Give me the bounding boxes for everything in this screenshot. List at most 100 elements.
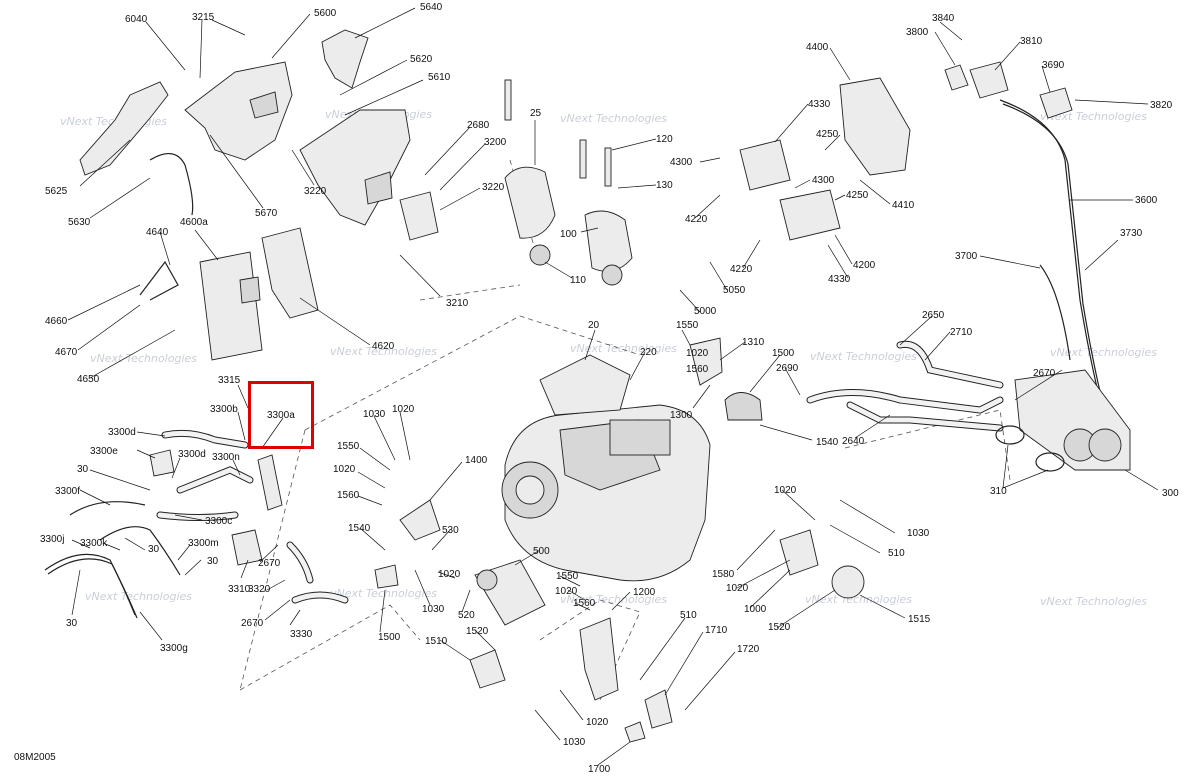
part-label: 1030 (363, 409, 386, 420)
part-label: 1540 (348, 523, 371, 534)
watermark-text: vNext Technologies (805, 593, 912, 606)
part-label: 3300b (210, 404, 238, 415)
watermark-text: vNext Technologies (90, 352, 197, 365)
part-label: 2670 (241, 618, 264, 629)
part-label: 1020 (392, 404, 415, 415)
part-label: 1720 (737, 644, 760, 655)
part-label: 1540 (816, 437, 839, 448)
watermark-text: vNext Technologies (560, 112, 667, 125)
part-label: 3300a (267, 410, 295, 421)
part-label: 1300 (670, 410, 693, 421)
part-label: 4650 (77, 374, 100, 385)
watermark-text: vNext Technologies (810, 350, 917, 363)
part-label: 510 (680, 610, 697, 621)
part-label: 30 (148, 544, 160, 555)
part-label: 3300m (188, 538, 219, 549)
part-label: 1020 (333, 464, 356, 475)
part-label: 3300n (212, 452, 240, 463)
part-label: 310 (990, 486, 1007, 497)
part-shapes (44, 29, 1131, 743)
part-label: 1030 (563, 737, 586, 748)
part-label: 1020 (686, 348, 709, 359)
watermark-text: vNext Technologies (1050, 346, 1157, 359)
part-label: 1020 (774, 485, 797, 496)
part-label: 3300d (178, 449, 206, 460)
part-label: 3820 (1150, 100, 1173, 111)
part-label: 20 (588, 320, 600, 331)
part-label: 3210 (446, 298, 469, 309)
part-label: 3300c (205, 516, 232, 527)
part-label: 1020 (726, 583, 749, 594)
part-label: 4220 (730, 264, 753, 275)
part-label: 3730 (1120, 228, 1143, 239)
part-label: 2680 (467, 120, 490, 131)
highlight-box (248, 381, 314, 449)
part-label: 5620 (410, 54, 433, 65)
part-label: 3300f (55, 486, 80, 497)
part-label: 3840 (932, 13, 955, 24)
part-label: 3800 (906, 27, 929, 38)
part-label: 3300d (108, 427, 136, 438)
part-label: 2670 (258, 558, 281, 569)
part-label: 1020 (586, 717, 609, 728)
part-label: 1515 (908, 614, 931, 625)
part-label: 30 (66, 618, 78, 629)
part-label: 1560 (337, 490, 360, 501)
part-label: 2640 (842, 436, 865, 447)
part-label: 5640 (420, 2, 443, 13)
part-label: 3300e (90, 446, 118, 457)
part-label: 3300g (160, 643, 188, 654)
part-label: 120 (656, 134, 673, 145)
part-label: 4300 (812, 175, 835, 186)
watermark-text: vNext Technologies (330, 587, 437, 600)
part-label: 4220 (685, 214, 708, 225)
part-label: 5625 (45, 186, 68, 197)
part-label: 4640 (146, 227, 169, 238)
part-label: 500 (533, 546, 550, 557)
part-label: 4660 (45, 316, 68, 327)
part-label: 5610 (428, 72, 451, 83)
part-label: 3700 (955, 251, 978, 262)
part-label: 4250 (846, 190, 869, 201)
part-label: 1020 (555, 586, 578, 597)
part-label: 3215 (192, 12, 215, 23)
drawing-code: 08M2005 (14, 752, 56, 763)
part-label: 25 (530, 108, 542, 119)
part-label: 30 (207, 556, 219, 567)
part-label: 1310 (742, 337, 765, 348)
watermark-text: vNext Technologies (570, 342, 677, 355)
part-label: 2670 (1033, 368, 1056, 379)
part-label: 30 (77, 464, 89, 475)
part-label: 3690 (1042, 60, 1065, 71)
part-label: 1030 (422, 604, 445, 615)
part-label: 530 (442, 525, 459, 536)
part-label: 1520 (466, 626, 489, 637)
part-label: 220 (640, 347, 657, 358)
part-label: 4400 (806, 42, 829, 53)
part-label: 3320 (248, 584, 271, 595)
part-label: 3200 (484, 137, 507, 148)
part-label: 1580 (712, 569, 735, 580)
part-label: 1200 (633, 587, 656, 598)
part-label: 300 (1162, 488, 1179, 499)
part-label: 2690 (776, 363, 799, 374)
part-label: 1700 (588, 764, 611, 775)
part-label: 4410 (892, 200, 915, 211)
part-label: 5670 (255, 208, 278, 219)
part-label: 1400 (465, 455, 488, 466)
watermark-text: vNext Technologies (1040, 110, 1147, 123)
part-label: 4300 (670, 157, 693, 168)
part-label: 3310 (228, 584, 251, 595)
part-label: 1500 (378, 632, 401, 643)
part-label: 130 (656, 180, 673, 191)
part-label: 1500 (772, 348, 795, 359)
part-label: 5630 (68, 217, 91, 228)
watermark-text: vNext Technologies (85, 590, 192, 603)
part-label: 110 (570, 275, 586, 286)
part-label: 1550 (676, 320, 699, 331)
part-label: 3300j (40, 534, 64, 545)
part-label: 1510 (425, 636, 448, 647)
part-label: 520 (458, 610, 475, 621)
part-label: 1550 (556, 571, 579, 582)
